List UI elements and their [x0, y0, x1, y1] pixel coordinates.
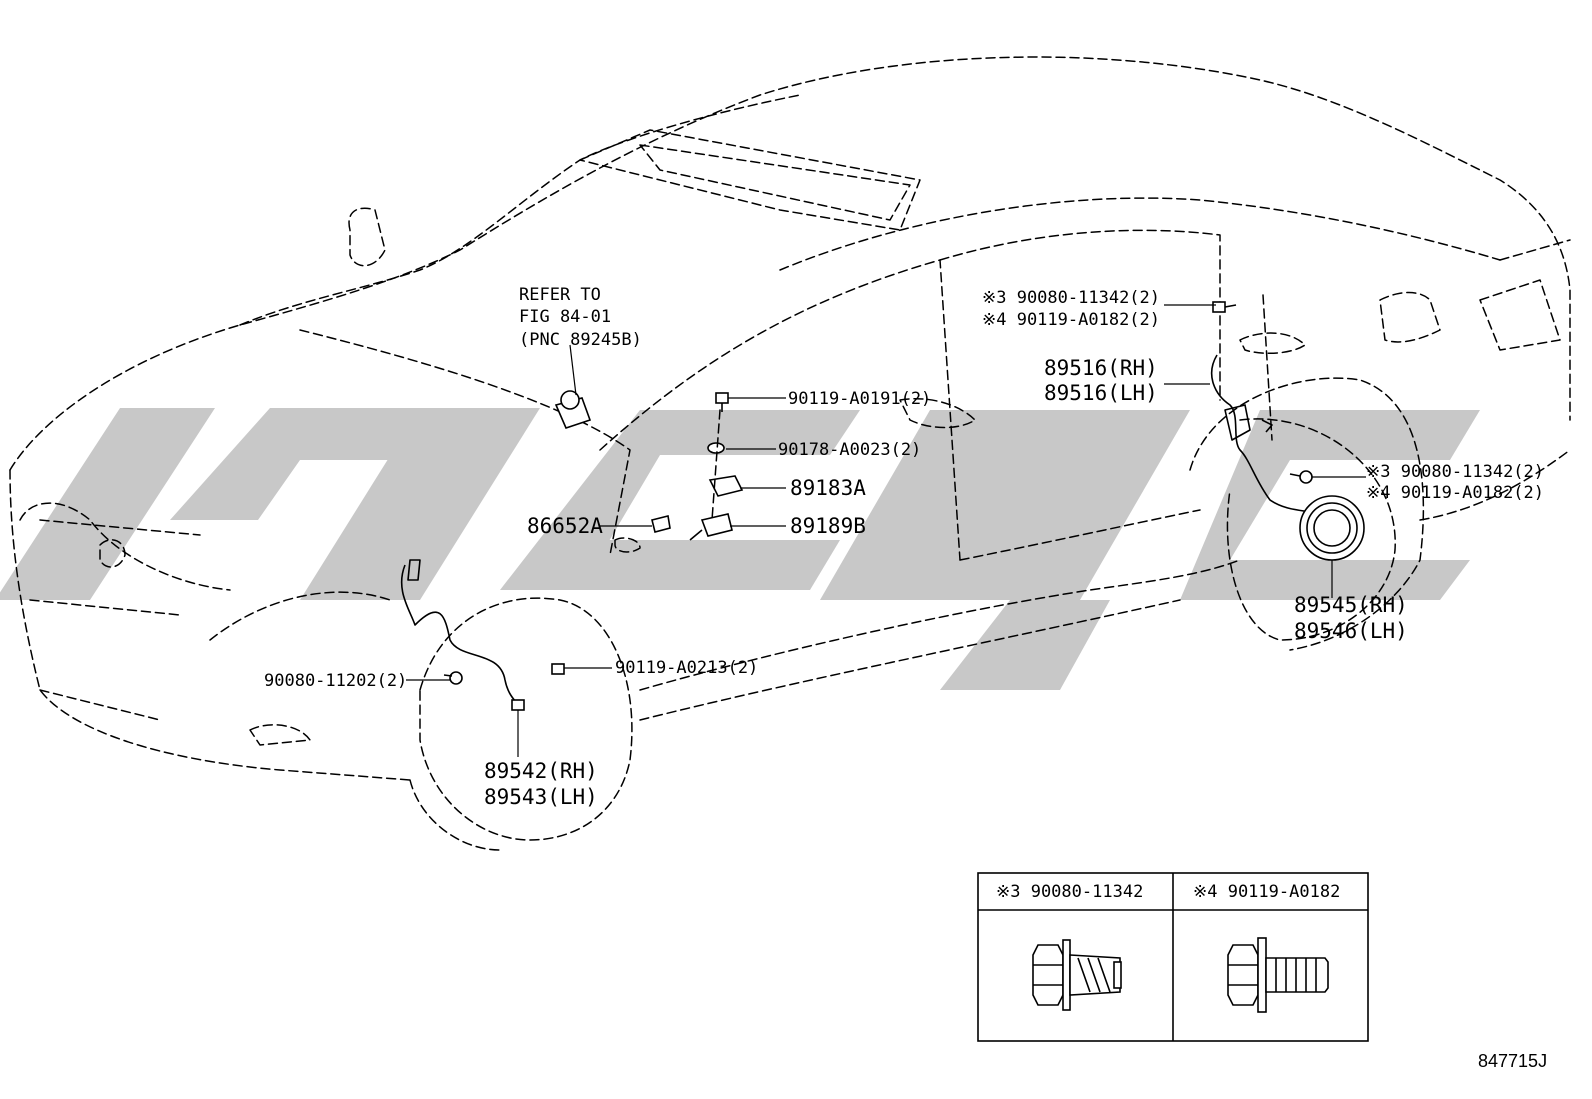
bracket-89189b [689, 513, 733, 541]
watermark [0, 408, 1480, 690]
label-bolt-center-upper: 90119-A0191(2) [788, 389, 931, 409]
label-hub-rear-lh: 89546(LH) [1294, 619, 1408, 643]
legend-header-4: ※4 90119-A0182 [1193, 882, 1340, 902]
label-nut-center: 90178-A0023(2) [778, 440, 921, 460]
flange-bolt-icon-3 [1032, 939, 1122, 1011]
leader-lines [406, 304, 1366, 757]
label-bracket-89189b: 89189B [790, 514, 866, 538]
part-labels: REFER TO FIG 84-01 (PNC 89245B) ※3 90080… [264, 285, 1544, 809]
label-bolt-rear-lower-1: ※3 90080-11342(2) [1366, 462, 1544, 482]
rear-hub-cover [1299, 495, 1365, 561]
label-sensor-rear-rh: 89516(RH) [1044, 356, 1158, 380]
bolt-rear-lower [1289, 470, 1313, 484]
label-sensor-front-rh: 89542(RH) [484, 759, 598, 783]
label-sensor-rear-lh: 89516(LH) [1044, 381, 1158, 405]
bracket-89183a [708, 475, 744, 497]
nut-90178-a0023 [707, 442, 725, 454]
label-bolt-front-lower: 90119-A0213(2) [615, 658, 758, 678]
legend-header-3: ※3 90080-11342 [996, 882, 1143, 902]
label-hub-rear-rh: 89545(RH) [1294, 593, 1408, 617]
diagram-id: 847715J [1478, 1051, 1547, 1071]
label-bolt-rear-upper-2: ※4 90119-A0182(2) [982, 310, 1160, 330]
yaw-rate-sensor [554, 390, 592, 429]
label-bracket-89183a: 89183A [790, 476, 866, 500]
label-sensor-front-lh: 89543(LH) [484, 785, 598, 809]
bolt-90119-a0191 [715, 392, 729, 412]
label-bolt-rear-upper-1: ※3 90080-11342(2) [982, 288, 1160, 308]
reference-line-3: (PNC 89245B) [519, 330, 642, 350]
label-bolt-rear-lower-2: ※4 90119-A0182(2) [1366, 483, 1544, 503]
bolt-90119-a0213 [551, 663, 565, 675]
reference-line-2: FIG 84-01 [519, 307, 611, 327]
car-body-outline [9, 56, 1571, 851]
reference-line-1: REFER TO [519, 285, 601, 305]
label-clip-86652a: 86652A [527, 514, 603, 538]
bolt-rear-upper [1212, 301, 1237, 313]
flange-bolt-icon-4 [1227, 937, 1329, 1013]
rear-speed-sensor [1211, 354, 1311, 513]
fastener-legend-table: ※3 90080-11342 ※4 90119-A0182 [977, 872, 1369, 1042]
label-bolt-front-left: 90080-11202(2) [264, 671, 407, 691]
bolt-90080-11202 [443, 671, 463, 685]
clip-86652a [651, 515, 671, 533]
